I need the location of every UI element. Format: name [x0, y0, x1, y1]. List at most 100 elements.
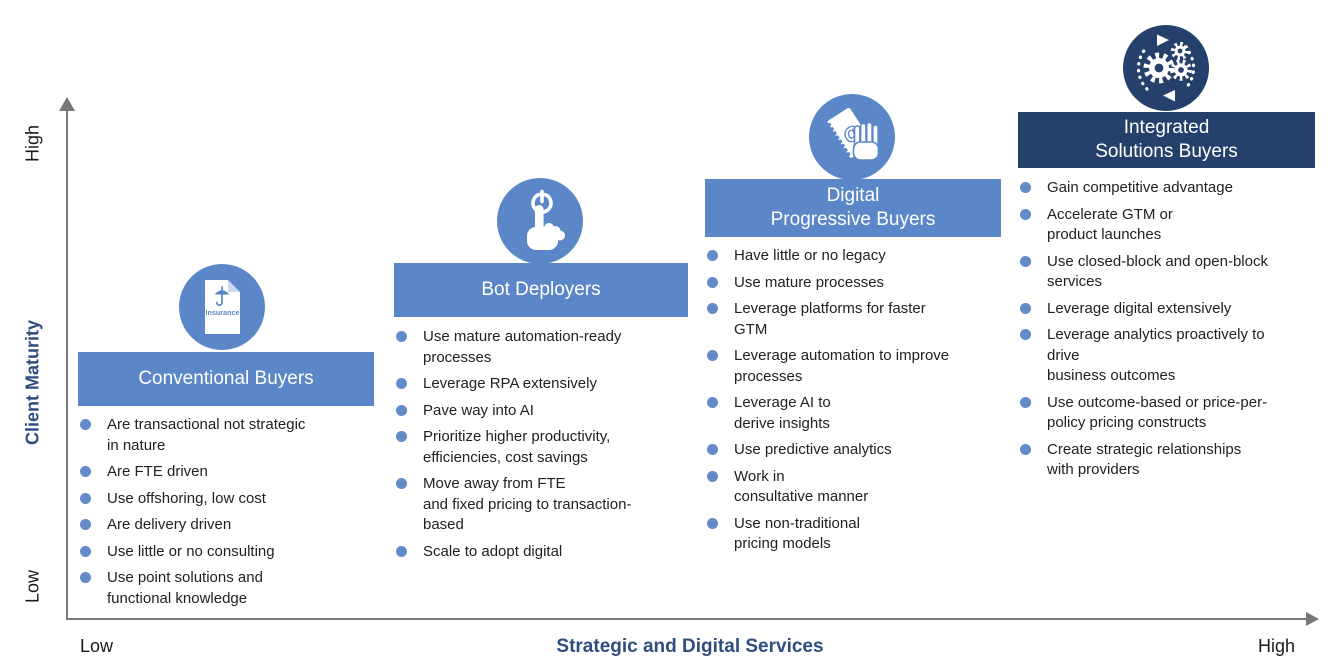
insurance-icon-label: Insurance — [206, 308, 240, 317]
bullet-text: Work in consultative manner — [734, 467, 869, 506]
bullet-dot-icon — [80, 572, 91, 583]
bullet-text: Leverage AI to derive insights — [734, 394, 831, 432]
y-axis-line — [66, 110, 68, 619]
bullet-dot-icon — [1020, 329, 1031, 340]
bullet-item: Use predictive analytics — [707, 440, 1015, 461]
bullet-text: Pave way into AI — [423, 401, 534, 419]
bullet-dot-icon — [707, 303, 718, 314]
bullet-text: Have little or no legacy — [734, 247, 886, 264]
bullet-dot-icon — [80, 492, 91, 504]
bullet-dot-icon — [1020, 443, 1031, 455]
bullet-dot-icon — [396, 404, 407, 416]
bullet-item: Are FTE driven — [80, 462, 382, 483]
bullet-text: Leverage platforms for faster GTM — [734, 300, 926, 338]
bullet-dot-icon — [707, 397, 718, 408]
bullet-dot-icon — [1020, 208, 1031, 220]
gears-cycle-icon — [1123, 25, 1209, 111]
segment-header: Integrated Solutions Buyers — [1018, 112, 1315, 168]
bullet-item: Move away from FTE and fixed pricing to … — [396, 474, 698, 536]
bullet-list: Use mature automation-ready processes Le… — [396, 327, 698, 568]
bullet-item: Use little or no consulting — [80, 542, 382, 563]
bullet-dot-icon — [396, 545, 407, 557]
bullet-dot-icon — [707, 444, 718, 455]
bullet-text: Use little or no consulting — [107, 542, 275, 560]
bullet-text: Use mature automation-ready processes — [423, 328, 622, 366]
bullet-dot-icon — [1020, 255, 1031, 267]
bullet-dot-icon — [396, 378, 407, 389]
bullet-list: Are transactional not strategic in natur… — [80, 415, 382, 615]
bullet-dot-icon — [80, 419, 91, 430]
bullet-item: Use mature automation-ready processes — [396, 327, 698, 368]
x-axis-title: Strategic and Digital Services — [556, 636, 824, 657]
power-press-icon — [497, 178, 583, 264]
bullet-dot-icon — [80, 545, 91, 557]
bullet-dot-icon — [396, 331, 407, 342]
bullet-dot-icon — [80, 519, 91, 530]
bullet-text: Scale to adopt digital — [423, 542, 563, 560]
bullet-item: Use offshoring, low cost — [80, 489, 382, 510]
bullet-item: Use closed-block and open-block services — [1020, 252, 1322, 293]
segment-header: Digital Progressive Buyers — [705, 179, 1001, 237]
bullet-text: Are transactional not strategic in natur… — [107, 416, 306, 454]
bullet-item: Work in consultative manner — [707, 467, 1015, 508]
bullet-dot-icon — [396, 431, 407, 442]
bullet-text: Are delivery driven — [107, 516, 232, 533]
bullet-list: Gain competitive advantage Accelerate GT… — [1020, 178, 1322, 487]
bullet-dot-icon — [396, 478, 407, 489]
bullet-text: Use non-traditional pricing models — [734, 514, 860, 553]
x-axis-arrowhead-icon — [1306, 612, 1319, 626]
bullet-dot-icon — [707, 250, 718, 261]
bullet-item: Use outcome-based or price-per- policy p… — [1020, 393, 1322, 434]
bullet-item: Leverage AI to derive insights — [707, 393, 1015, 434]
bullet-item: Create strategic relationships with prov… — [1020, 440, 1322, 481]
bullet-dot-icon — [707, 470, 718, 482]
bullet-text: Use outcome-based or price-per- policy p… — [1047, 393, 1268, 432]
hand-swipe-coupon-icon: @ — [809, 94, 895, 180]
bullet-item: Are transactional not strategic in natur… — [80, 415, 382, 456]
insurance-document-icon: Insurance — [179, 264, 265, 350]
bullet-item: Leverage RPA extensively — [396, 374, 698, 395]
bullet-item: Use non-traditional pricing models — [707, 514, 1015, 555]
segment-header: Bot Deployers — [394, 263, 688, 317]
bullet-text: Use point solutions and functional knowl… — [107, 569, 263, 607]
segment-header: Conventional Buyers — [78, 352, 374, 406]
bullet-dot-icon — [707, 276, 718, 288]
bullet-list: Have little or no legacy Use mature proc… — [707, 246, 1015, 561]
bullet-text: Move away from FTE and fixed pricing to … — [423, 475, 632, 533]
bullet-text: Use offshoring, low cost — [107, 489, 266, 507]
bullet-item: Are delivery driven — [80, 515, 382, 536]
bullet-dot-icon — [707, 517, 718, 529]
bullet-dot-icon — [1020, 302, 1031, 314]
bullet-item: Leverage platforms for faster GTM — [707, 299, 1015, 340]
bullet-text: Gain competitive advantage — [1047, 179, 1233, 196]
bullet-text: Leverage analytics proactively to drive … — [1047, 326, 1265, 384]
bullet-text: Use mature processes — [734, 273, 885, 291]
bullet-dot-icon — [1020, 396, 1031, 408]
bullet-text: Use predictive analytics — [734, 441, 892, 458]
x-axis-line — [66, 618, 1308, 620]
bullet-item: Use mature processes — [707, 273, 1015, 294]
bullet-text: Leverage automation to improve processes — [734, 347, 950, 385]
bullet-dot-icon — [1020, 182, 1031, 193]
x-axis-high-label: High — [1258, 636, 1296, 656]
y-axis-arrowhead-icon — [59, 97, 75, 111]
x-axis-low-label: Low — [80, 636, 114, 656]
bullet-item: Scale to adopt digital — [396, 542, 698, 563]
bullet-item: Gain competitive advantage — [1020, 178, 1322, 199]
bullet-item: Accelerate GTM or product launches — [1020, 205, 1322, 246]
bullet-text: Use closed-block and open-block services — [1047, 252, 1268, 291]
bullet-text: Are FTE driven — [107, 463, 208, 480]
bullet-text: Prioritize higher productivity, efficien… — [423, 428, 611, 466]
bullet-text: Create strategic relationships with prov… — [1047, 440, 1242, 479]
bullet-item: Pave way into AI — [396, 401, 698, 422]
bullet-text: Leverage digital extensively — [1047, 299, 1232, 317]
bullet-item: Leverage automation to improve processes — [707, 346, 1015, 387]
bullet-item: Leverage digital extensively — [1020, 299, 1322, 320]
bullet-item: Prioritize higher productivity, efficien… — [396, 427, 698, 468]
bullet-text: Leverage RPA extensively — [423, 375, 597, 392]
